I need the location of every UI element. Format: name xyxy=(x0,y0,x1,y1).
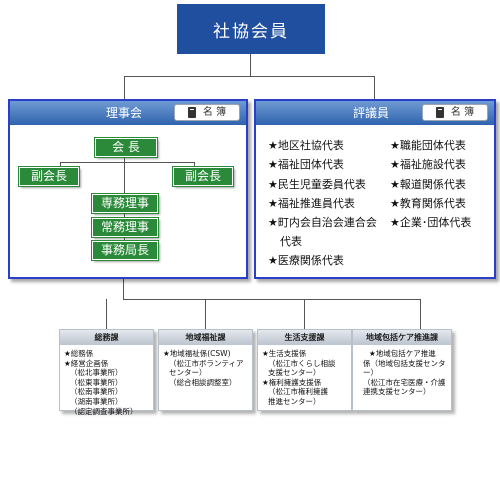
council-item: ★職能団体代表 xyxy=(390,139,466,152)
department-line: センター） xyxy=(169,368,207,378)
council-item: ★福祉団体代表 xyxy=(268,158,344,171)
members-title: 社協会員 xyxy=(213,21,289,42)
department-community-welfare: 地域福祉課 ★地域福祉係(CSW) （松江市ボランティア センター） （総合相談… xyxy=(158,329,253,411)
council-item: ★福祉施設代表 xyxy=(390,158,466,171)
department-general-affairs: 総務課 ★総務係 ★経営企画係 （松北事業所） （松東事業所） （松南事業所） … xyxy=(59,329,154,416)
vice-president-right-box: 副会長 xyxy=(172,166,234,187)
department-line: ★生活支援係 xyxy=(262,349,307,358)
department-line: （松北事業所） xyxy=(70,368,123,378)
council-panel: 評議員 名 簿 ★地区社協代表 ★福祉団体代表 ★民生児童委員代表 ★福祉推進員… xyxy=(254,99,496,279)
department-line: ー） xyxy=(363,368,378,378)
department-line: ★経営企画係 xyxy=(64,358,109,368)
managing-director-box: 常務理事 xyxy=(91,217,159,238)
department-line: ★権利擁護支援係 xyxy=(262,377,322,387)
department-line: 係（地域包括支援センタ xyxy=(363,358,446,368)
council-title: 評議員 xyxy=(353,106,390,120)
department-line: 推進センター） xyxy=(268,396,321,406)
members-box: 社協会員 xyxy=(177,4,325,54)
book-icon xyxy=(435,107,444,118)
department-title: 生活支援課 xyxy=(258,330,351,345)
department-line: （松東事業所） xyxy=(70,377,123,387)
connector-board xyxy=(124,76,125,100)
department-line: ★地域福祉係(CSW) xyxy=(163,349,231,358)
department-line: （総合相談調整室） xyxy=(169,377,237,387)
connector-split xyxy=(124,76,375,77)
book-icon xyxy=(187,107,196,118)
council-item: ★教育関係代表 xyxy=(390,197,466,210)
council-item: ★企業･団体代表 xyxy=(390,216,472,229)
vice-left-connector xyxy=(60,162,61,167)
board-header: 理事会 名 簿 xyxy=(10,101,246,125)
department-title: 地域包括ケア推進課 xyxy=(353,330,451,345)
board-roster-button[interactable]: 名 簿 xyxy=(174,104,240,121)
board-title: 理事会 xyxy=(106,106,143,120)
department-line: （湖南事業所） xyxy=(70,396,123,406)
council-header: 評議員 名 簿 xyxy=(256,101,494,125)
department-line: ★総務係 xyxy=(64,349,94,358)
connector-board-down xyxy=(123,277,124,300)
council-item: 代表 xyxy=(280,235,302,248)
officer-horizontal-line xyxy=(60,162,194,163)
department-line: （松南事業所） xyxy=(70,387,123,397)
department-line: 支援センター） xyxy=(268,368,321,378)
connector-dept-2 xyxy=(205,299,206,329)
president-box: 会 長 xyxy=(94,137,158,158)
department-title: 総務課 xyxy=(60,330,153,345)
connector-top xyxy=(250,54,251,76)
secretary-general-box: 事務局長 xyxy=(91,240,159,261)
council-item: ★報道関係代表 xyxy=(390,178,466,191)
connector-departments xyxy=(123,299,421,300)
department-line: （松江市くらし相談 xyxy=(268,358,336,368)
council-roster-label: 名 簿 xyxy=(450,107,475,118)
connector-dept-4 xyxy=(420,299,421,329)
council-item: ★医療関係代表 xyxy=(268,254,344,267)
department-title: 地域福祉課 xyxy=(159,330,252,345)
council-item: ★民生児童委員代表 xyxy=(268,178,366,191)
connector-dept-1 xyxy=(106,299,107,329)
connector-council xyxy=(374,76,375,100)
connector-dept-3 xyxy=(304,299,305,329)
council-item: ★町内会自治会連合会 xyxy=(268,216,377,229)
department-line: （松江市在宅医療・介護 xyxy=(363,377,446,387)
department-line: （認定調査事業所） xyxy=(70,406,138,416)
department-line: 連携支援センター） xyxy=(363,387,431,397)
board-roster-label: 名 簿 xyxy=(202,107,227,118)
department-line: （松江市ボランティア xyxy=(169,358,244,368)
board-panel: 理事会 名 簿 会 長 副会長 副会長 専務理事 常務理事 事務局長 xyxy=(8,99,248,279)
department-community-care: 地域包括ケア推進課 ★地域包括ケア推進 係（地域包括支援センタ ー） （松江市在… xyxy=(352,329,452,411)
department-life-support: 生活支援課 ★生活支援係 （松江市くらし相談 支援センター） ★権利擁護支援係 … xyxy=(257,329,352,411)
vice-right-connector xyxy=(194,162,195,167)
department-line: ★地域包括ケア推進 xyxy=(369,349,436,358)
department-line: （松江市権利擁護 xyxy=(268,387,328,397)
vice-president-left-box: 副会長 xyxy=(18,166,80,187)
council-item: ★福祉推進員代表 xyxy=(268,197,355,210)
executive-director-box: 専務理事 xyxy=(91,193,159,214)
council-item: ★地区社協代表 xyxy=(268,139,344,152)
council-roster-button[interactable]: 名 簿 xyxy=(422,104,488,121)
